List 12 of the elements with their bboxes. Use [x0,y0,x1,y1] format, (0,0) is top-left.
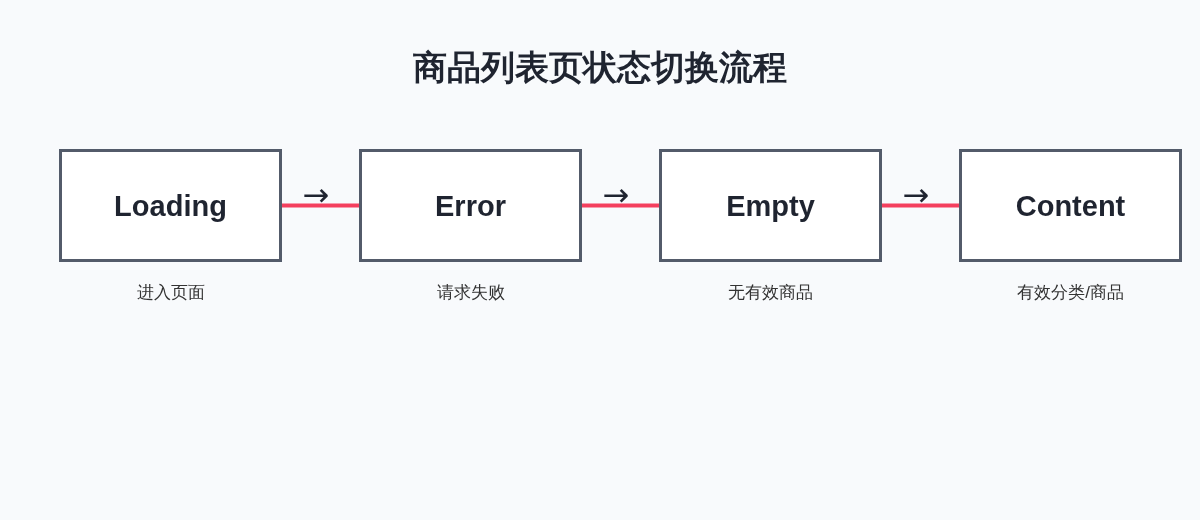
state-name: Empty [726,188,815,224]
title: 商品列表页状态切换流程 [413,48,787,86]
connector-line [582,203,659,208]
node-label: 有效分类/商品 [1017,283,1124,302]
node-label: 无有效商品 [728,283,813,302]
node-label: 进入页面 [136,283,205,302]
node-label: 请求失败 [436,283,505,302]
connector-line [282,203,359,208]
state-name: Loading [114,188,227,224]
connector-line [882,203,959,208]
state-name: Content [1015,188,1126,224]
state-name: Error [435,188,506,224]
